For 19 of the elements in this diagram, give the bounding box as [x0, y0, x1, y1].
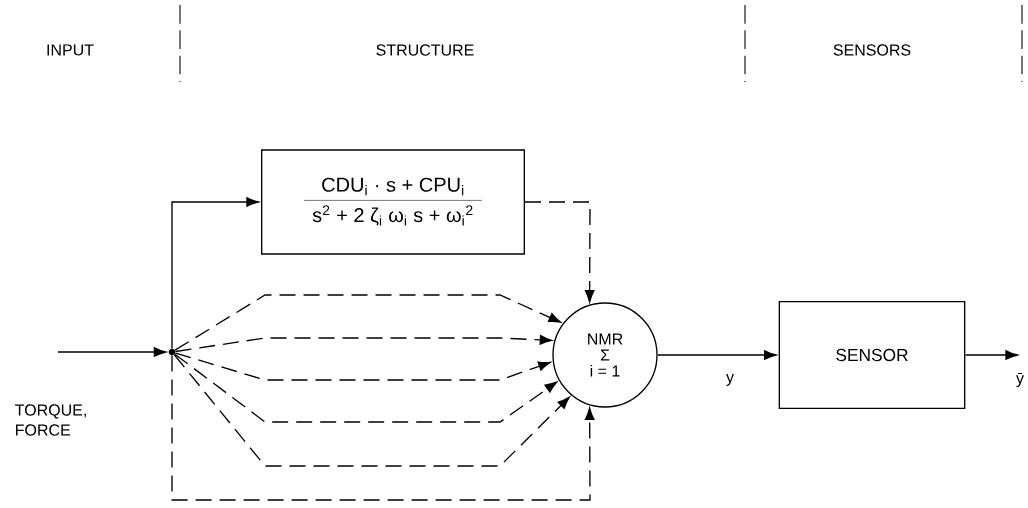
arrow — [173, 354, 570, 467]
arrow — [174, 353, 558, 423]
edge-label: ȳ — [1014, 371, 1026, 389]
arrow — [171, 197, 259, 350]
section-heading: SENSORS — [833, 44, 911, 56]
arrow — [524, 201, 595, 303]
arrow — [171, 354, 595, 501]
arrow — [174, 352, 551, 381]
arrow — [174, 335, 553, 353]
transfer-function-box: CDU$_{i}$ · s + CPU$_{i}$ s$^{2}$ + 2 ζ$_{i}$ ω$_{i}$ s + ω$_{i}$2 — [261, 149, 525, 255]
arrow — [964, 350, 1018, 360]
sensor-box: SENSOR — [778, 301, 966, 409]
signal-label: TORQUE, FORCE — [15, 404, 86, 436]
edge-label: y — [724, 372, 736, 388]
arrow — [174, 294, 562, 351]
arrow — [57, 347, 167, 357]
arrow — [657, 350, 777, 360]
section-heading: STRUCTURE — [376, 44, 474, 56]
section-heading: INPUT — [47, 44, 94, 56]
